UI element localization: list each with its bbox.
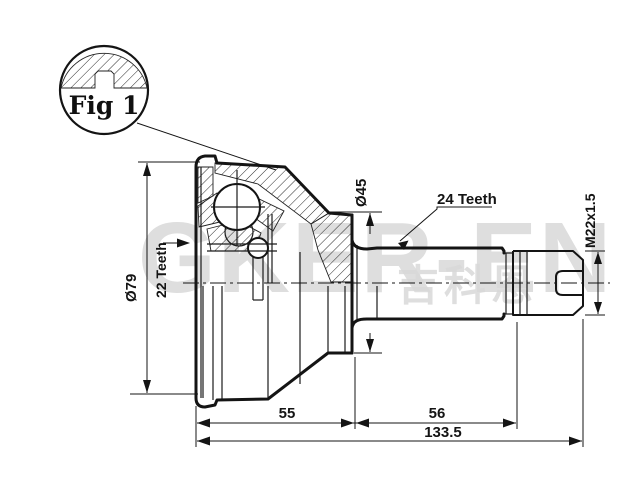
arrowhead [594, 302, 602, 314]
dim-inner-spline-label: 22 Teeth [153, 242, 169, 298]
dim-lengths: 55 56 133.5 [195, 319, 584, 447]
dim-inner-spline: 22 Teeth [153, 238, 190, 298]
leader-line [399, 206, 492, 242]
threaded-end [512, 250, 584, 316]
dim-shaft-spline: 24 Teeth [398, 191, 497, 250]
figure-caption: Fig 1 [69, 91, 140, 120]
dim-thread-spec-label: M22x1.5 [582, 193, 598, 248]
arrowhead [177, 238, 190, 248]
watermark-brand-cn-text: 吉科恩 [397, 262, 538, 309]
arrowhead [143, 163, 151, 176]
detail-view-fig1: Fig 1 [58, 44, 277, 171]
dim-shaft-length-label: 56 [429, 405, 446, 422]
bearing-elements [207, 170, 277, 301]
arrowhead [197, 418, 210, 428]
arrowhead [366, 339, 374, 352]
thread-relief-groove [504, 252, 513, 315]
arrowhead [356, 418, 369, 428]
arrowhead [366, 213, 374, 226]
dimension-annotations: Ø79 22 Teeth Ø45 24 Teeth [123, 161, 605, 447]
dim-shaft-spline-label: 24 Teeth [437, 191, 497, 208]
part-outline [194, 154, 584, 409]
boot-groove-upper [350, 238, 506, 255]
dim-body-length-label: 55 [279, 405, 296, 422]
dim-shoulder-diameter: Ø45 [327, 179, 382, 354]
retainer-circle [247, 237, 269, 259]
detail-leader-line [136, 122, 277, 171]
dim-thread-spec: M22x1.5 [582, 193, 605, 316]
arrowhead [569, 436, 582, 446]
arrowhead [197, 436, 210, 446]
dim-outer-diameter-label: Ø79 [123, 274, 140, 302]
arrowhead [143, 380, 151, 393]
bell-left-and-bottom [194, 154, 354, 409]
spline-tooth-profile-hatch [60, 52, 148, 89]
dim-shoulder-diameter-label: Ø45 [353, 179, 370, 207]
arrowhead [503, 418, 516, 428]
bell-top-slope [215, 161, 354, 217]
dim-outer-diameter: Ø79 [123, 161, 200, 395]
arrowhead [341, 418, 354, 428]
dim-total-length-label: 133.5 [424, 424, 462, 441]
arrowhead [398, 240, 409, 250]
arrowhead [594, 252, 602, 264]
boot-groove-lower [350, 312, 506, 330]
